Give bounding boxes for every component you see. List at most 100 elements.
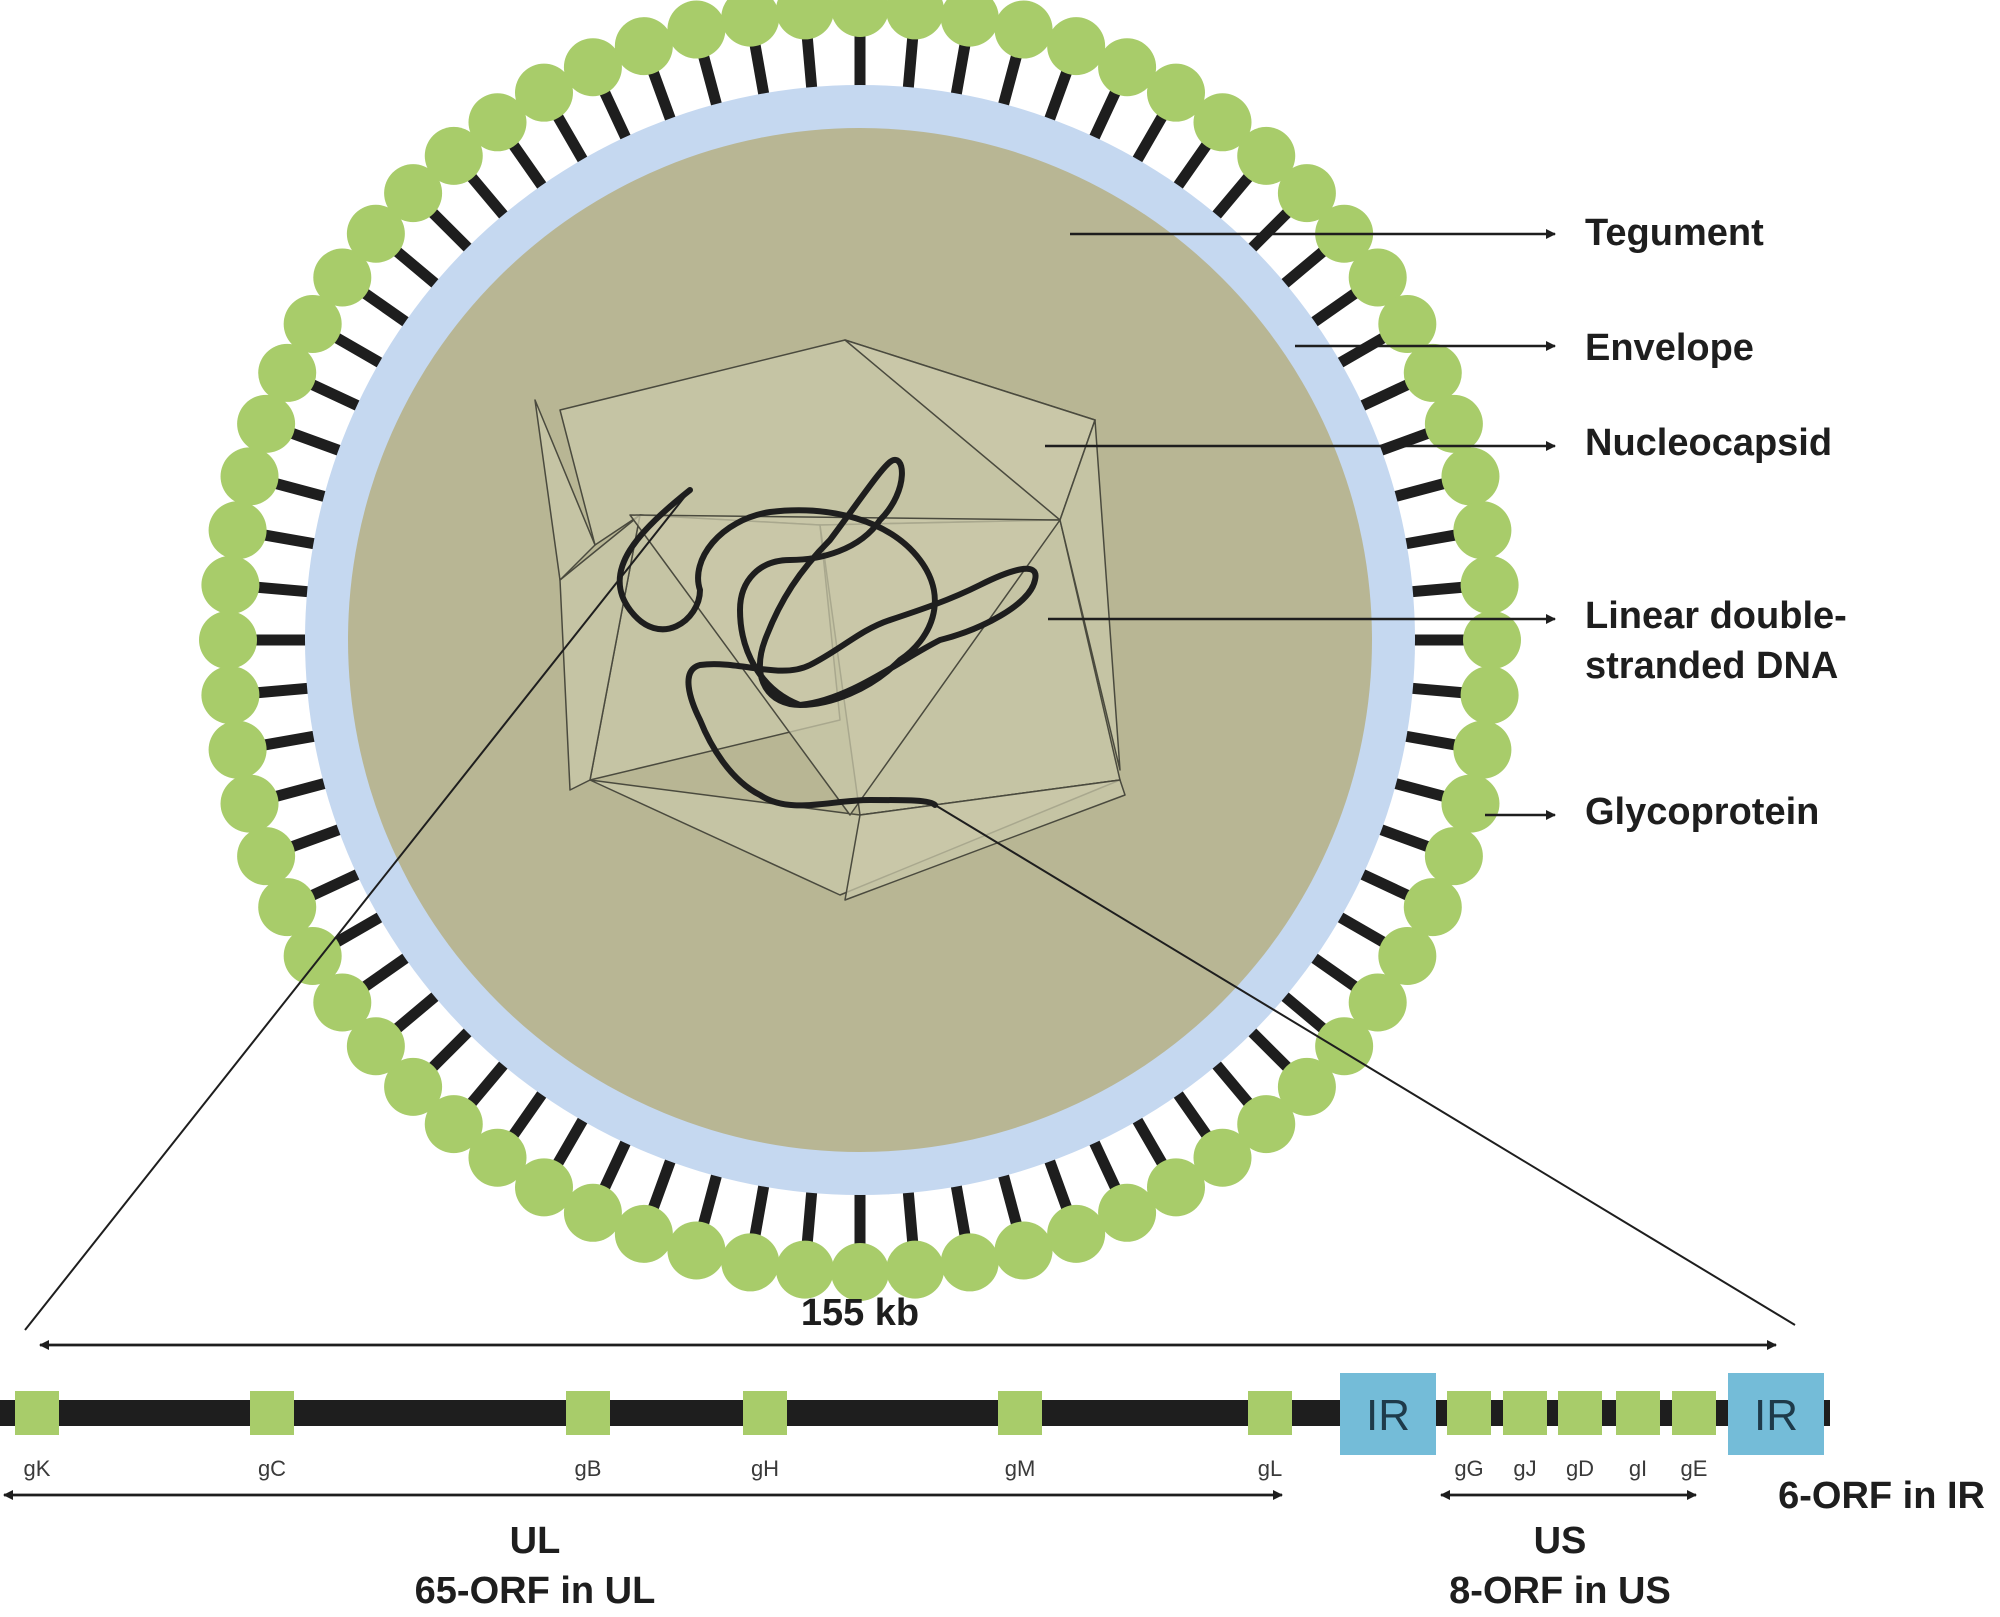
glycoprotein-head — [199, 611, 257, 669]
ul-label: UL — [510, 1520, 561, 1562]
glycoprotein-head — [1460, 555, 1519, 614]
glycoprotein-head — [1348, 973, 1407, 1032]
glycoprotein-head — [721, 0, 780, 47]
glycoprotein-head — [1277, 164, 1336, 223]
gene-label-gJ: gJ — [1513, 1456, 1536, 1481]
glycoprotein-head — [1147, 1158, 1205, 1217]
glycoprotein-head — [1047, 17, 1106, 76]
glycoprotein-head — [994, 0, 1053, 59]
glycoprotein-head — [384, 1057, 443, 1116]
ir-box-1: IR — [1340, 1373, 1436, 1455]
glycoprotein-head — [468, 1128, 527, 1187]
ir-box-2: IR — [1728, 1373, 1824, 1455]
gene-label-gD: gD — [1566, 1456, 1594, 1481]
glycoprotein-head — [1277, 1057, 1336, 1116]
gene-box-gB — [566, 1391, 610, 1435]
glycoprotein-head — [424, 126, 483, 185]
glycoprotein-head — [220, 447, 279, 506]
glycoprotein-head — [1047, 1204, 1106, 1263]
zoom-line-right — [934, 804, 1796, 1326]
glycoprotein-head — [1441, 774, 1500, 833]
gene-box-gE — [1672, 1391, 1716, 1435]
ir-orf-label: 6-ORF in IR — [1778, 1475, 1985, 1517]
glycoprotein-head — [1237, 1095, 1296, 1154]
gene-box-gK — [15, 1391, 59, 1435]
gene-label-gL: gL — [1258, 1456, 1282, 1481]
ir-box-2-label: IR — [1754, 1391, 1798, 1440]
glycoprotein-head — [1348, 248, 1407, 307]
glycoprotein-head — [1460, 666, 1519, 725]
glycoprotein-head — [346, 204, 405, 263]
gene-label-gB: gB — [575, 1456, 602, 1481]
glycoprotein-head — [237, 394, 296, 453]
gene-box-gL — [1248, 1391, 1292, 1435]
gene-box-gI — [1616, 1391, 1660, 1435]
glycoprotein-spikes — [199, 0, 1521, 1301]
glycoprotein-head — [208, 720, 267, 779]
glycoprotein-head — [1403, 343, 1462, 402]
glycoprotein-head — [886, 0, 945, 40]
glycoprotein-head — [237, 827, 296, 886]
glycoprotein-head — [1193, 1128, 1252, 1187]
glycoprotein-head — [283, 927, 342, 985]
glycoprotein-head — [384, 164, 443, 223]
gene-label-gM: gM — [1005, 1456, 1036, 1481]
glycoprotein-head — [1098, 38, 1157, 97]
glycoprotein-head — [201, 555, 260, 614]
glycoprotein-head — [563, 1183, 622, 1242]
gene-label-gG: gG — [1454, 1456, 1483, 1481]
us-genes: gG gJ gD gI gE — [1447, 1391, 1716, 1481]
glycoprotein-head — [220, 774, 279, 833]
label-envelope: Envelope — [1585, 327, 1754, 369]
glycoprotein-head — [313, 973, 372, 1032]
dna-strand — [616, 456, 1039, 809]
glycoprotein-head — [721, 1233, 780, 1292]
glycoprotein-head — [1237, 126, 1296, 185]
glycoprotein-head — [515, 1158, 573, 1217]
glycoprotein-head — [424, 1095, 483, 1154]
us-orf-label: 8-ORF in US — [1449, 1570, 1671, 1612]
gene-label-gE: gE — [1681, 1456, 1708, 1481]
genome-length-label: 155 kb — [801, 1292, 919, 1334]
glycoprotein-head — [1441, 447, 1500, 506]
glycoprotein-head — [515, 63, 573, 122]
label-glycoprotein: Glycoprotein — [1585, 791, 1819, 833]
gene-box-gD — [1558, 1391, 1602, 1435]
glycoprotein-head — [667, 1221, 726, 1280]
gene-label-gH: gH — [751, 1456, 779, 1481]
us-label: US — [1534, 1520, 1587, 1562]
glycoprotein-head — [831, 1243, 889, 1301]
glycoprotein-head — [1463, 611, 1521, 669]
glycoprotein-head — [1193, 93, 1252, 152]
glycoprotein-head — [258, 343, 317, 402]
glycoprotein-head — [1098, 1183, 1157, 1242]
nucleocapsid — [534, 339, 1126, 901]
label-dna-line1: Linear double- — [1585, 595, 1847, 637]
glycoprotein-head — [614, 17, 673, 76]
glycoprotein-head — [563, 38, 622, 97]
gene-box-gM — [998, 1391, 1042, 1435]
glycoprotein-head — [208, 501, 267, 560]
glycoprotein-head — [346, 1017, 405, 1076]
label-nucleocapsid: Nucleocapsid — [1585, 422, 1832, 464]
gene-box-gH — [743, 1391, 787, 1435]
label-tegument: Tegument — [1585, 212, 1764, 254]
zoom-line-left — [24, 489, 691, 1331]
glycoprotein-head — [775, 1240, 834, 1299]
gene-label-gK: gK — [24, 1456, 51, 1481]
glycoprotein-head — [313, 248, 372, 307]
gene-label-gI: gI — [1629, 1456, 1647, 1481]
glycoprotein-head — [283, 295, 342, 353]
ul-orf-label: 65-ORF in UL — [415, 1570, 656, 1612]
label-dna-line2: stranded DNA — [1585, 645, 1838, 687]
glycoprotein-head — [775, 0, 834, 40]
glycoprotein-head — [667, 0, 726, 59]
glycoprotein-head — [1453, 720, 1512, 779]
glycoprotein-head — [1424, 394, 1483, 453]
glycoprotein-head — [258, 878, 317, 937]
gene-box-gC — [250, 1391, 294, 1435]
glycoprotein-head — [201, 666, 260, 725]
glycoprotein-head — [1424, 827, 1483, 886]
